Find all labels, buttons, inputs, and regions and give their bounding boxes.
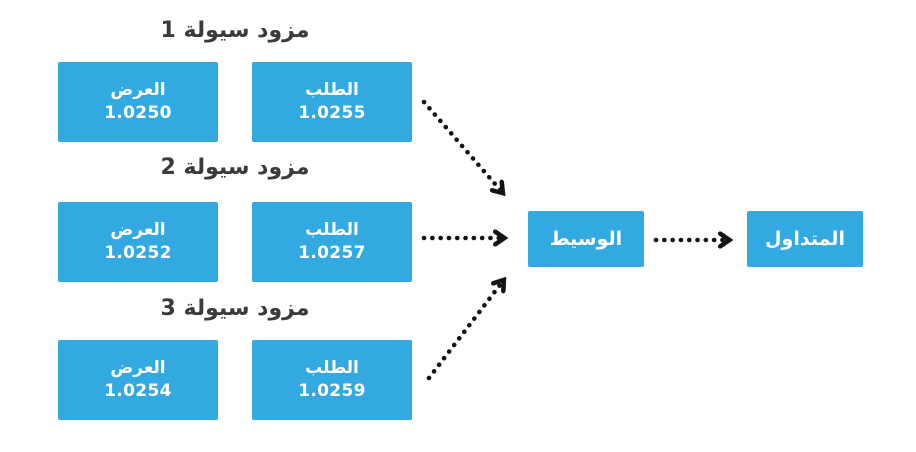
lp1-ask-box: الطلب 1.0255 (252, 62, 412, 142)
lp1-bid-box: العرض 1.0250 (58, 62, 218, 142)
trader-box: المتداول (747, 211, 863, 267)
lp1-bid-label: العرض (110, 79, 166, 100)
broker-box: الوسيط (528, 211, 644, 267)
lp2-ask-value: 1.0257 (298, 242, 366, 263)
lp2-ask-label: الطلب (305, 219, 359, 240)
lp2-title: مزود سيولة 2 (160, 155, 310, 180)
lp3-ask-label: الطلب (305, 357, 359, 378)
lp1-bid-value: 1.0250 (104, 102, 172, 123)
lp2-bid-box: العرض 1.0252 (58, 202, 218, 282)
lp2-ask-box: الطلب 1.0257 (252, 202, 412, 282)
lp3-bid-value: 1.0254 (104, 380, 172, 401)
lp2-bid-value: 1.0252 (104, 242, 172, 263)
lp3-bid-box: العرض 1.0254 (58, 340, 218, 420)
lp3-title: مزود سيولة 3 (160, 296, 310, 321)
lp2-bid-label: العرض (110, 219, 166, 240)
broker-label: الوسيط (549, 228, 623, 250)
lp3-ask-box: الطلب 1.0259 (252, 340, 412, 420)
lp1-title: مزود سيولة 1 (160, 18, 310, 43)
lp1-ask-label: الطلب (305, 79, 359, 100)
lp3-ask-value: 1.0259 (298, 380, 366, 401)
lp1-ask-value: 1.0255 (298, 102, 366, 123)
trader-label: المتداول (765, 228, 845, 250)
arrow-lp3-to-broker (426, 281, 503, 381)
arrow-lp1-to-broker (421, 99, 502, 192)
lp3-bid-label: العرض (110, 357, 166, 378)
